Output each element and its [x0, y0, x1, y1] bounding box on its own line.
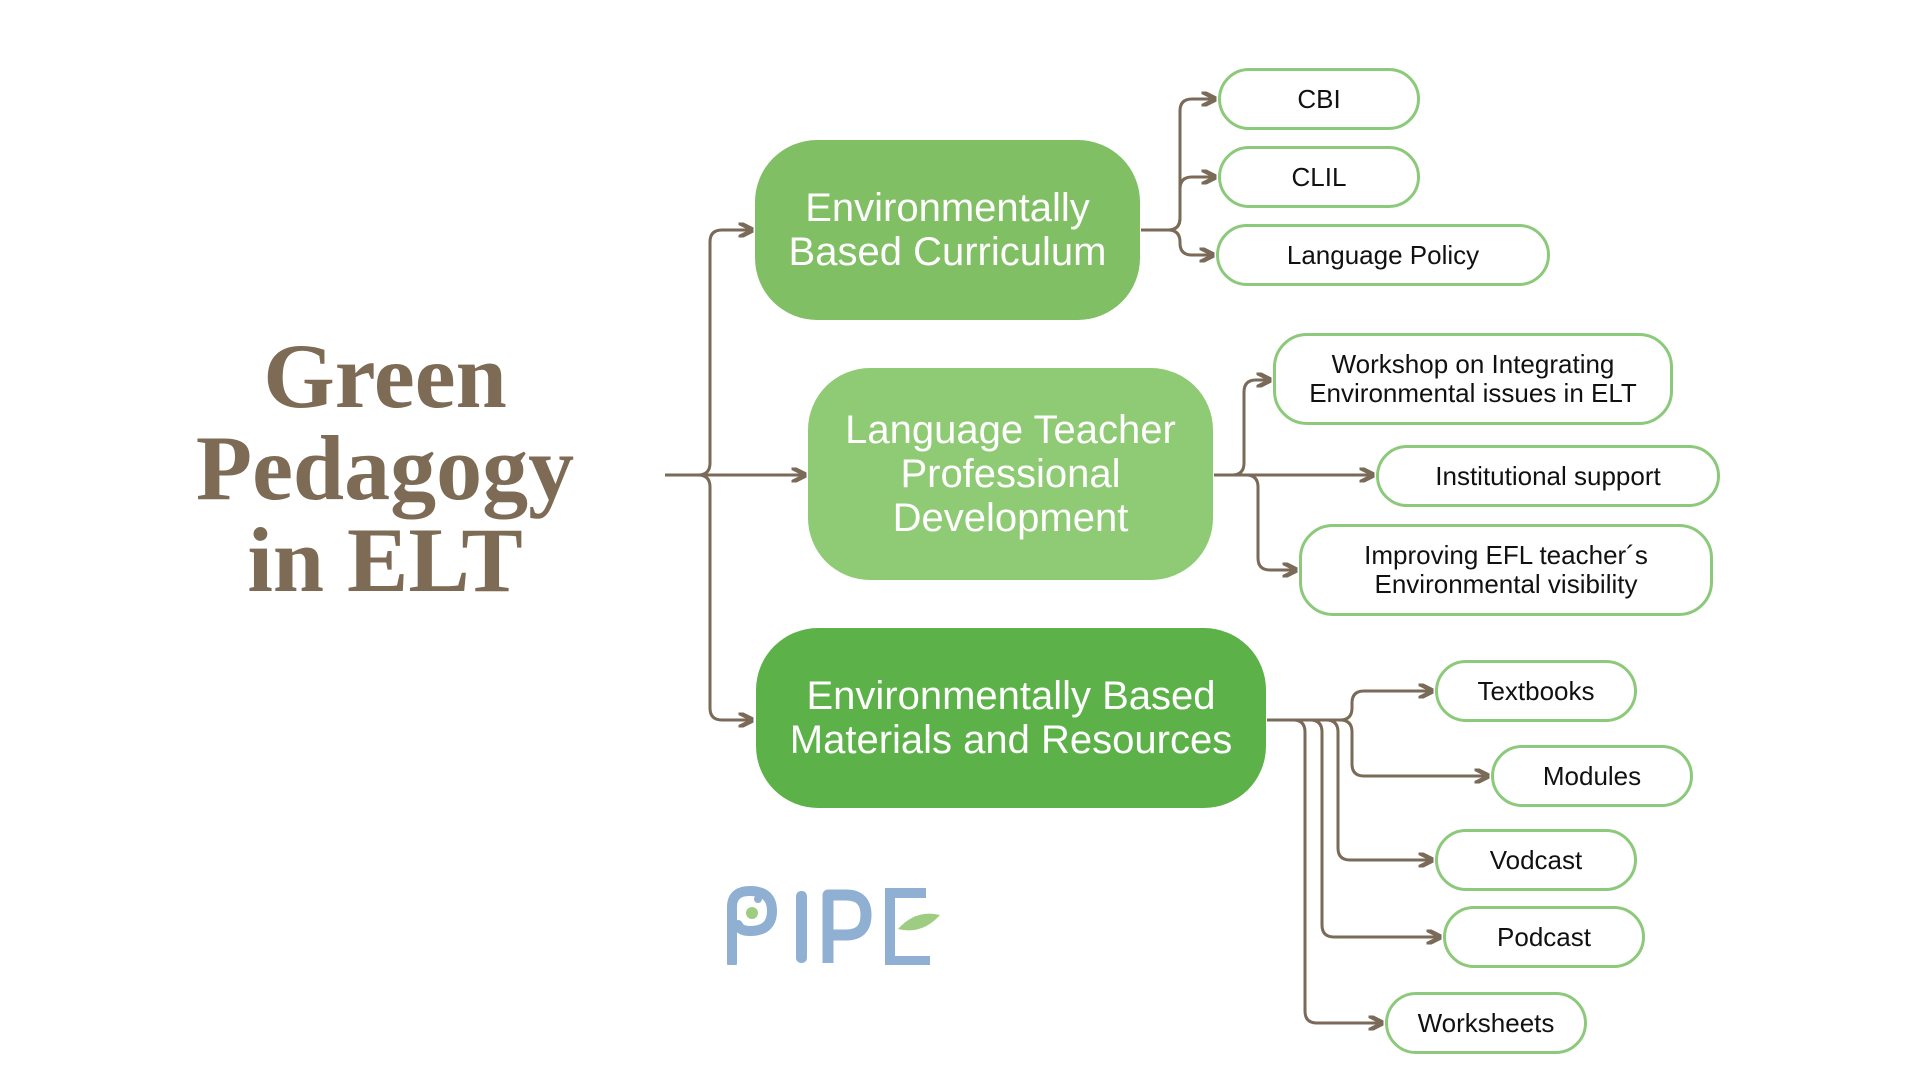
leaf-node-modules: Modules — [1491, 745, 1693, 807]
connector-language-policy — [1141, 228, 1213, 255]
leaf-node-textbooks: Textbooks — [1435, 660, 1637, 722]
connector-root-branch-1 — [665, 230, 752, 477]
leaf-label-line: Institutional support — [1435, 460, 1661, 491]
connector-workshop — [1214, 380, 1270, 477]
branch-label-line: Language Teacher — [845, 408, 1176, 452]
leaf-label-line: Vodcast — [1489, 844, 1583, 875]
leaf-node-clil: CLIL — [1218, 146, 1420, 208]
leaf-label-line: Textbooks — [1477, 675, 1595, 706]
leaf-label-line: CLIL — [1291, 161, 1347, 192]
title-line: Green — [263, 325, 507, 427]
leaf-node-visibility: Improving EFL teacher´s Environmental vi… — [1299, 524, 1713, 616]
branch-node-professional-development: Language Teacher Professional Developmen… — [808, 368, 1213, 580]
branch-label-line: Environmentally — [805, 186, 1090, 230]
branch-label-line: Environmentally Based — [806, 674, 1216, 718]
connector-clil — [1141, 177, 1215, 232]
connector-podcast — [1267, 718, 1440, 937]
leaf-label-line: Improving EFL teacher´s — [1364, 540, 1648, 570]
branch-label-line: Based Curriculum — [788, 230, 1107, 274]
leaf-node-workshop: Workshop on Integrating Environmental is… — [1273, 333, 1673, 425]
central-topic-title: Green Pedagogy in ELT — [150, 330, 620, 606]
branch-node-materials-resources: Environmentally Based Materials and Reso… — [756, 628, 1266, 808]
connector-textbooks — [1267, 691, 1432, 722]
leaf-node-language-policy: Language Policy — [1216, 224, 1550, 286]
branch-label-line: Professional — [900, 452, 1121, 496]
leaf-label-line: Workshop on Integrating — [1331, 349, 1615, 379]
leaf-node-podcast: Podcast — [1443, 906, 1645, 968]
branch-node-curriculum: Environmentally Based Curriculum — [755, 140, 1140, 320]
leaf-node-institutional-support: Institutional support — [1376, 445, 1720, 507]
leaf-label-line: Worksheets — [1417, 1007, 1555, 1038]
connector-worksheets — [1267, 718, 1382, 1023]
leaf-node-cbi: CBI — [1218, 68, 1420, 130]
leaf-label-line: Environmental issues in ELT — [1309, 378, 1637, 408]
connector-vodcast — [1267, 718, 1432, 860]
leaf-node-worksheets: Worksheets — [1385, 992, 1587, 1054]
title-line: Pedagogy — [195, 417, 575, 519]
branch-label-line: Materials and Resources — [789, 718, 1233, 762]
leaf-label-line: Modules — [1542, 760, 1642, 791]
connector-root-branch-3 — [665, 473, 752, 720]
leaf-label-line: Language Policy — [1286, 239, 1480, 270]
leaf-label-line: CBI — [1297, 83, 1341, 114]
pipe-logo — [727, 885, 940, 965]
leaf-label-line: Podcast — [1497, 921, 1591, 952]
leaf-label-line: Environmental visibility — [1374, 569, 1638, 599]
connector-visibility — [1214, 473, 1296, 570]
connector-cbi — [1141, 99, 1215, 232]
title-line: in ELT — [247, 509, 523, 611]
connector-modules — [1267, 718, 1488, 776]
leaf-node-vodcast: Vodcast — [1435, 829, 1637, 891]
branch-label-line: Development — [892, 496, 1129, 540]
